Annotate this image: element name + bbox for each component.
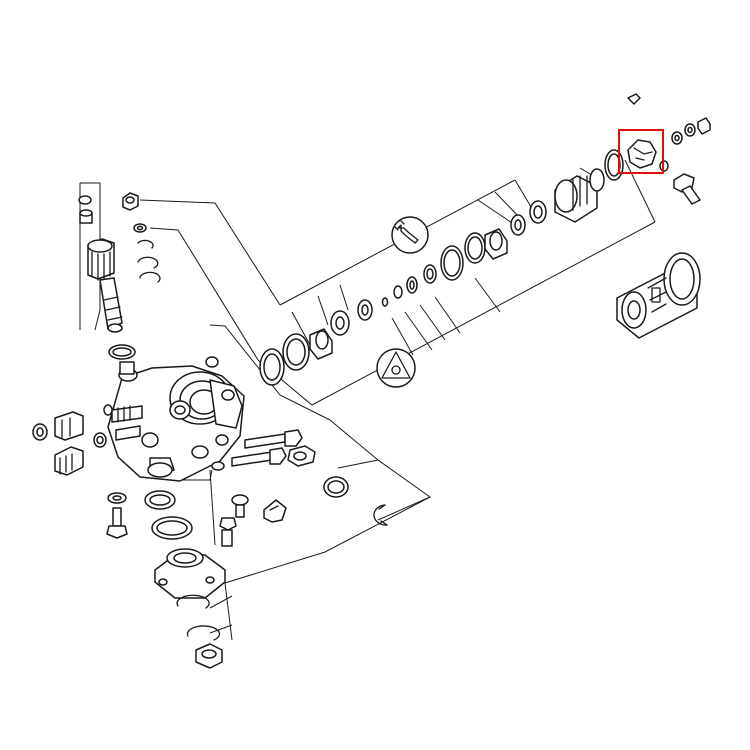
o-ring-part: [211, 461, 225, 471]
steering-gear-housing: [107, 356, 245, 482]
fitting-part: [54, 446, 84, 476]
wrench-icon: [391, 216, 429, 254]
valve-spool-seal-part[interactable]: [618, 129, 664, 174]
pinion-shaft-part: [78, 195, 123, 333]
bolt-part: [106, 492, 128, 539]
adjuster-bolts: [219, 494, 287, 547]
fitting-part: [54, 411, 84, 441]
plug-part: [697, 117, 711, 135]
top-left-hardware: [122, 192, 161, 283]
snap-ring-part: [137, 239, 154, 249]
adjuster-cover-part: [154, 548, 226, 599]
clip-part: [627, 93, 641, 105]
highlight-box: [618, 129, 664, 174]
valve-seal-stack: [259, 149, 624, 386]
snap-ring-part: [373, 504, 388, 526]
snap-ring-part: [176, 594, 210, 609]
snap-ring-part: [139, 271, 161, 283]
snap-ring-part: [137, 256, 159, 269]
triangle-seal-tool-icon: [376, 348, 416, 388]
valve-body-part: [616, 252, 701, 339]
bolt-part: [673, 173, 701, 205]
left-fittings: [32, 404, 113, 476]
housing-bolts: [231, 429, 316, 467]
snap-ring-part: [186, 625, 221, 641]
